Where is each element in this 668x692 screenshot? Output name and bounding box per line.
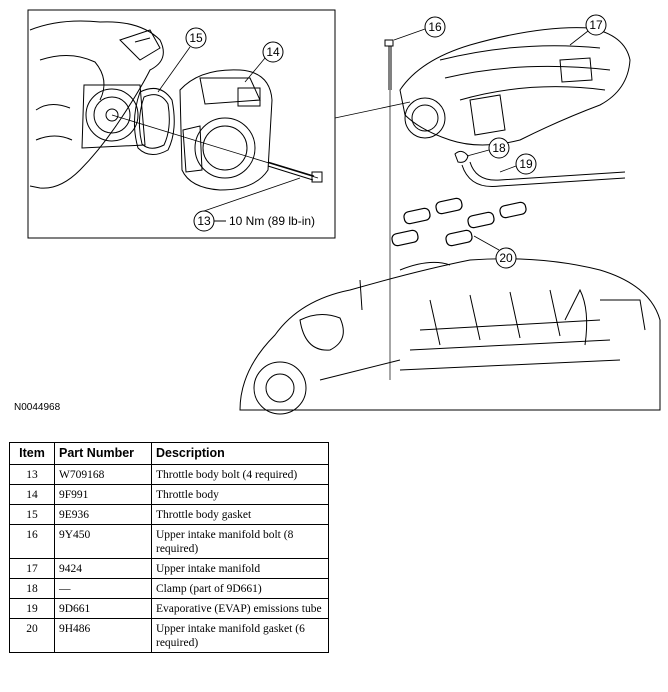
inset-manifold-drawing <box>29 20 164 189</box>
item-cell: 15 <box>9 504 55 525</box>
svg-text:16: 16 <box>428 20 442 34</box>
item-cell: 16 <box>9 524 55 559</box>
item-cell: 13 <box>9 464 55 485</box>
figure-id: N0044968 <box>14 402 61 413</box>
svg-text:18: 18 <box>492 141 506 155</box>
throttle-body-gasket-drawing <box>134 87 175 155</box>
callout-18: 18 <box>466 137 510 159</box>
exploded-parts-diagram: 13 10 Nm (89 lb-in) 14 15 16 17 18 19 20 <box>27 9 661 415</box>
callout-20: 20 <box>473 235 517 269</box>
table-row: 17 9424 Upper intake manifold <box>9 558 329 579</box>
callout-17: 17 <box>569 14 607 46</box>
callout-15: 15 <box>157 27 207 93</box>
callout-19: 19 <box>499 153 537 175</box>
part-number-cell: 9H486 <box>54 618 152 653</box>
table-header-row: Item Part Number Description <box>9 442 329 465</box>
manifold-gaskets-drawing <box>391 197 527 247</box>
description-cell: Upper intake manifold <box>151 558 329 579</box>
svg-text:17: 17 <box>589 18 603 32</box>
table-row: 19 9D661 Evaporative (EVAP) emissions tu… <box>9 598 329 619</box>
throttle-body-drawing <box>179 69 273 191</box>
inset-leader-line <box>334 101 411 119</box>
clamp-drawing <box>454 150 469 163</box>
part-number-cell: 9Y450 <box>54 524 152 559</box>
table-row: 20 9H486 Upper intake manifold gasket (6… <box>9 618 329 653</box>
description-cell: Upper intake manifold gasket (6 required… <box>151 618 329 653</box>
table-row: 18 — Clamp (part of 9D661) <box>9 578 329 599</box>
item-cell: 17 <box>9 558 55 579</box>
table-row: 16 9Y450 Upper intake manifold bolt (8 r… <box>9 524 329 559</box>
item-cell: 19 <box>9 598 55 619</box>
callout-13: 13 10 Nm (89 lb-in) <box>193 177 315 232</box>
table-row: 13 W709168 Throttle body bolt (4 require… <box>9 464 329 485</box>
item-cell: 18 <box>9 578 55 599</box>
detail-inset-frame <box>27 9 336 239</box>
part-number-cell: 9D661 <box>54 598 152 619</box>
throttle-body-bolt-drawing <box>267 161 323 183</box>
upper-intake-manifold-drawing <box>399 27 631 146</box>
part-number-cell: 9F991 <box>54 484 152 505</box>
manifold-bolt-drawing <box>384 39 394 90</box>
header-part-number: Part Number <box>54 442 152 465</box>
header-item: Item <box>9 442 55 465</box>
callout-16: 16 <box>393 16 446 41</box>
engine-block-drawing <box>239 258 661 415</box>
svg-text:19: 19 <box>519 157 533 171</box>
item-cell: 14 <box>9 484 55 505</box>
header-description: Description <box>151 442 329 465</box>
description-cell: Throttle body bolt (4 required) <box>151 464 329 485</box>
torque-spec-label: 10 Nm (89 lb-in) <box>229 214 315 228</box>
description-cell: Throttle body <box>151 484 329 505</box>
parts-table: Item Part Number Description 13 W709168 … <box>9 442 329 653</box>
evap-tube-drawing <box>461 161 626 188</box>
part-number-cell: W709168 <box>54 464 152 485</box>
svg-text:20: 20 <box>499 251 513 265</box>
svg-text:13: 13 <box>197 214 211 228</box>
part-number-cell: 9424 <box>54 558 152 579</box>
description-cell: Clamp (part of 9D661) <box>151 578 329 599</box>
description-cell: Evaporative (EVAP) emissions tube <box>151 598 329 619</box>
callout-14: 14 <box>244 41 284 83</box>
part-number-cell: 9E936 <box>54 504 152 525</box>
item-cell: 20 <box>9 618 55 653</box>
part-number-cell: — <box>54 578 152 599</box>
table-row: 15 9E936 Throttle body gasket <box>9 504 329 525</box>
svg-text:15: 15 <box>189 31 203 45</box>
table-row: 14 9F991 Throttle body <box>9 484 329 505</box>
description-cell: Upper intake manifold bolt (8 required) <box>151 524 329 559</box>
description-cell: Throttle body gasket <box>151 504 329 525</box>
alignment-line <box>111 114 319 179</box>
svg-text:14: 14 <box>266 45 280 59</box>
